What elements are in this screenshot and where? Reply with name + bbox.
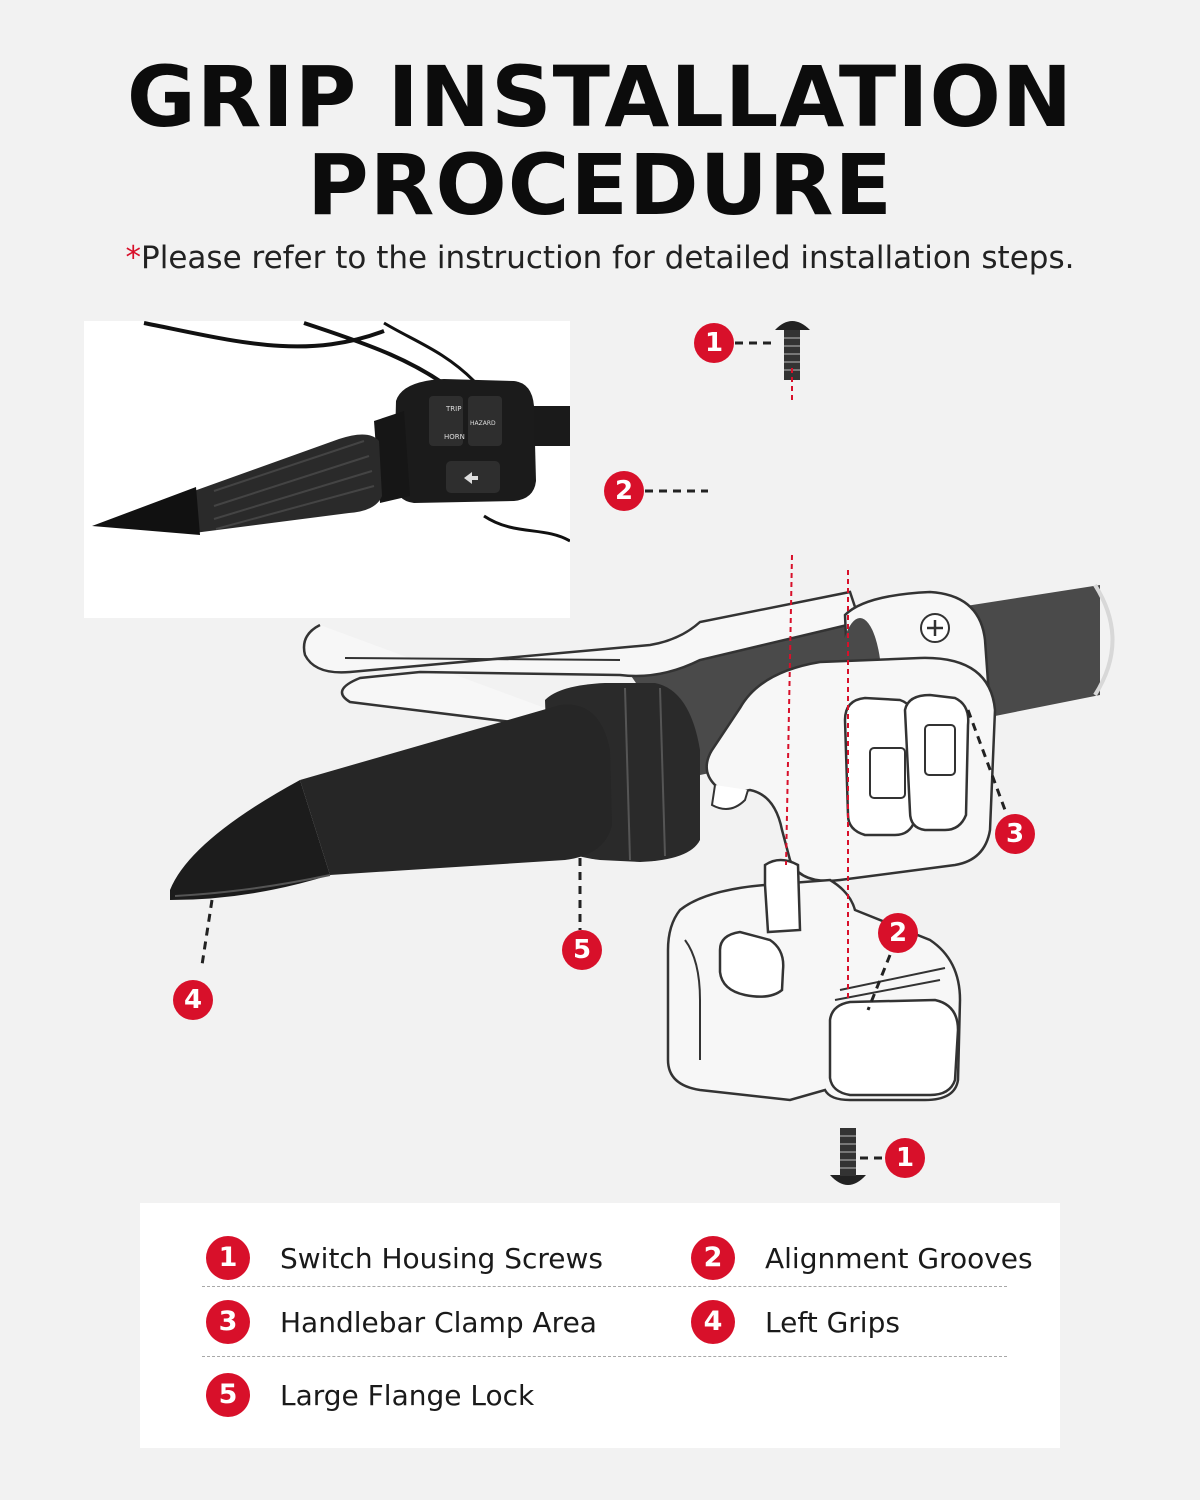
legend-label: Alignment Grooves xyxy=(765,1241,1033,1275)
legend-divider xyxy=(202,1286,1007,1287)
callout-switch-housing-screw-bottom: 1 xyxy=(885,1138,925,1178)
callout-handlebar-clamp: 3 xyxy=(995,814,1035,854)
subtitle: *Please refer to the instruction for det… xyxy=(0,240,1200,276)
page-title-line-2: PROCEDURE xyxy=(307,136,893,234)
legend-number: 5 xyxy=(206,1373,250,1417)
switch-hazard-label: HAZARD xyxy=(470,420,496,427)
switch-horn-label: HORN xyxy=(444,433,465,441)
product-photo: TRIP HORN HAZARD xyxy=(84,321,571,618)
legend-number: 4 xyxy=(691,1300,735,1344)
legend-number: 1 xyxy=(206,1236,250,1280)
legend-label: Large Flange Lock xyxy=(280,1378,535,1412)
callout-flange-lock: 5 xyxy=(562,930,602,970)
legend-label: Switch Housing Screws xyxy=(280,1241,603,1275)
left-grip xyxy=(300,704,612,875)
legend: 1 Switch Housing Screws 2 Alignment Groo… xyxy=(140,1203,1060,1448)
product-photo-illustration: TRIP HORN HAZARD xyxy=(92,321,571,543)
callout-alignment-groove-bottom: 2 xyxy=(878,913,918,953)
callout-alignment-groove-top: 2 xyxy=(604,471,644,511)
callout-switch-housing-screw-top: 1 xyxy=(694,323,734,363)
legend-item-alignment-grooves: 2 Alignment Grooves xyxy=(691,1234,1033,1282)
page-title-line-1: GRIP INSTALLATION xyxy=(126,48,1074,146)
legend-label: Left Grips xyxy=(765,1305,900,1339)
switch-trip-label: TRIP xyxy=(445,405,461,413)
legend-item-switch-housing-screws: 1 Switch Housing Screws xyxy=(206,1234,603,1282)
legend-item-large-flange-lock: 5 Large Flange Lock xyxy=(206,1371,534,1419)
exploded-diagram xyxy=(170,321,1115,1185)
legend-label: Handlebar Clamp Area xyxy=(280,1305,597,1339)
subtitle-text: Please refer to the instruction for deta… xyxy=(141,240,1075,276)
legend-divider xyxy=(202,1356,1007,1357)
legend-item-left-grips: 4 Left Grips xyxy=(691,1298,900,1346)
callout-left-grip: 4 xyxy=(173,980,213,1020)
legend-number: 2 xyxy=(691,1236,735,1280)
legend-number: 3 xyxy=(206,1300,250,1344)
legend-item-handlebar-clamp-area: 3 Handlebar Clamp Area xyxy=(206,1298,597,1346)
subtitle-asterisk: * xyxy=(125,240,142,276)
